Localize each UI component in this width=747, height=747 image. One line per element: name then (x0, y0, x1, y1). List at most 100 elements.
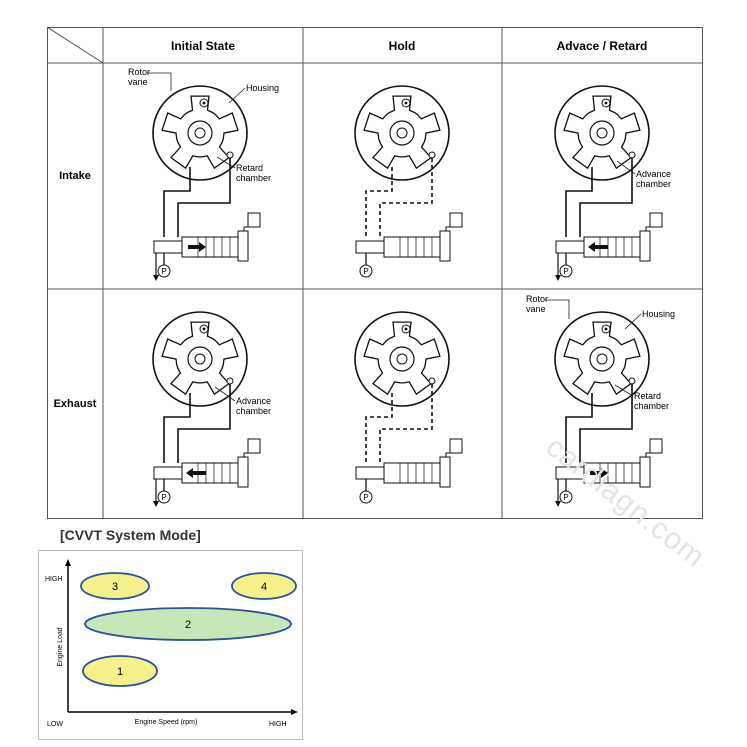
oil-passage-a (365, 393, 393, 463)
mode-region-label-4: 4 (261, 581, 267, 593)
svg-text:vane: vane (526, 304, 546, 314)
svg-text:Housing: Housing (642, 309, 675, 319)
y-axis-arrow (65, 559, 71, 566)
phaser-diagram-intake-1: P (152, 85, 261, 281)
oil-passage-a (365, 167, 393, 237)
pump-label: P (161, 493, 166, 502)
pump-label: P (563, 493, 568, 502)
oil-passage-a (163, 167, 191, 237)
locking-pin-dot (202, 327, 206, 331)
x-axis-title: Engine Speed (rpm) (135, 719, 198, 726)
oil-control-valve (355, 438, 463, 488)
pump-label: P (363, 267, 368, 276)
mode-region-3 (80, 572, 150, 600)
locking-pin-dot (404, 101, 408, 105)
oil-control-valve (153, 438, 261, 488)
rotor-center (396, 353, 408, 365)
svg-text:Housing: Housing (246, 83, 279, 93)
oil-control-valve (355, 212, 463, 262)
mode-region-4 (231, 572, 297, 600)
flow-arrow-icon (588, 242, 595, 252)
mode-region-2 (84, 607, 292, 641)
drain-arrow-icon (555, 501, 561, 507)
svg-text:Rotor: Rotor (128, 67, 150, 77)
drain-arrow-icon (555, 275, 561, 281)
svg-text:Advance: Advance (236, 396, 271, 406)
svg-text:Advance: Advance (636, 169, 671, 179)
pump-icon (157, 490, 171, 504)
oil-port (628, 151, 636, 159)
flow-arrow-icon (601, 468, 608, 478)
header-initial-state: Initial State (171, 39, 235, 53)
pump-icon (559, 264, 573, 278)
rotor-center (596, 127, 608, 139)
oil-control-valve (555, 212, 663, 262)
row-label-exhaust: Exhaust (54, 398, 97, 410)
svg-text:Rotor: Rotor (526, 294, 548, 304)
svg-text:vane: vane (128, 77, 148, 87)
x-high-label: HIGH (269, 721, 287, 728)
header-advance-retard: Advace / Retard (557, 39, 648, 53)
oil-port (226, 377, 234, 385)
cvvt-mode-chart: HIGH LOW Engine Load Engine Speed (rpm) … (38, 550, 303, 740)
phaser-diagram-intake-2: P (354, 85, 463, 278)
flow-arrow-icon (199, 242, 206, 252)
pump-icon (157, 264, 171, 278)
phaser-diagram-exhaust-1: P (152, 311, 261, 507)
rotor-center (396, 127, 408, 139)
svg-text:chamber: chamber (634, 401, 669, 411)
table-grid (47, 27, 703, 519)
svg-text:chamber: chamber (636, 179, 671, 189)
locking-pin-dot (604, 327, 608, 331)
annot-exhaust-initial: Advance chamber (214, 386, 271, 416)
locking-pin-dot (604, 101, 608, 105)
drain-arrow-icon (153, 275, 159, 281)
oil-passage-b (579, 158, 633, 237)
oil-passage-a (565, 167, 593, 237)
svg-text:Retard: Retard (236, 163, 263, 173)
rotor-center (194, 353, 206, 365)
locking-pin-dot (404, 327, 408, 331)
locking-pin-dot (202, 101, 206, 105)
svg-text:chamber: chamber (236, 406, 271, 416)
pump-label: P (563, 267, 568, 276)
annot-exhaust-retard: Rotor vane Housing Retard chamber (526, 294, 675, 411)
rotor-center (596, 353, 608, 365)
y-high-label: HIGH (45, 576, 63, 583)
mode-section-title: [CVVT System Mode] (60, 527, 201, 543)
phaser-diagram-intake-3: P (554, 85, 663, 281)
pump-icon (559, 490, 573, 504)
svg-text:Retard: Retard (634, 391, 661, 401)
oil-passage-b (379, 384, 433, 463)
y-axis-title: Engine Load (57, 627, 64, 666)
y-low-label: LOW (47, 721, 63, 728)
oil-passage-b (579, 384, 633, 463)
oil-control-valve (555, 438, 663, 488)
svg-text:chamber: chamber (236, 173, 271, 183)
oil-port (428, 151, 436, 159)
flow-arrow-icon (186, 468, 193, 478)
mode-region-label-2: 2 (185, 619, 191, 631)
header-hold: Hold (389, 39, 416, 53)
mode-region-label-1: 1 (117, 666, 123, 678)
rotor-center (194, 127, 206, 139)
diagram-cells: P P P P P P (152, 85, 663, 507)
row-label-intake: Intake (59, 170, 91, 182)
drain-arrow-icon (153, 501, 159, 507)
oil-port (428, 377, 436, 385)
pump-icon (359, 490, 373, 504)
oil-passage-b (379, 158, 433, 237)
oil-control-valve (153, 212, 261, 262)
pump-icon (359, 264, 373, 278)
oil-passage-a (565, 393, 593, 463)
annot-intake-initial: Rotor vane Housing Retard chamber (128, 67, 279, 183)
pump-label: P (363, 493, 368, 502)
oil-passage-a (163, 393, 191, 463)
cvvt-operation-table: Initial State Hold Advace / Retard Intak… (47, 27, 703, 519)
x-axis-arrow (291, 709, 298, 715)
annot-intake-advance: Advance chamber (616, 160, 671, 189)
phaser-diagram-exhaust-2: P (354, 311, 463, 504)
oil-port (628, 377, 636, 385)
mode-region-1 (82, 655, 158, 687)
